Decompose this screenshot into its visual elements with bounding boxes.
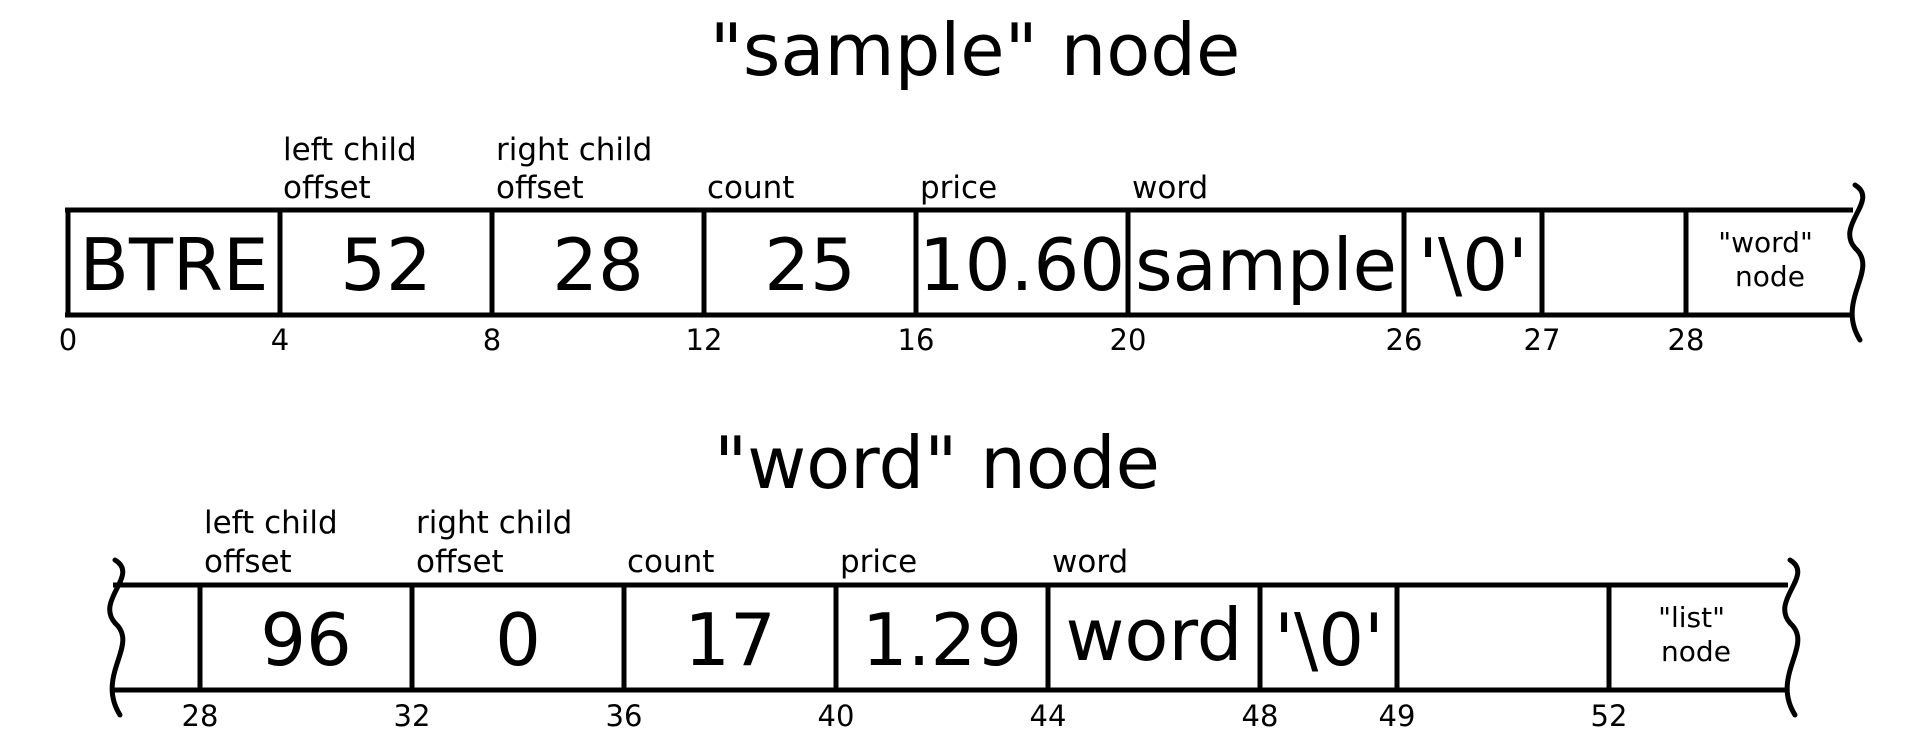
- sample-offset: 20: [1110, 323, 1147, 357]
- sample-cell-price: 10.60: [919, 223, 1125, 307]
- word-cell-next-node: "list" node: [1658, 601, 1734, 668]
- word-offset: 28: [182, 699, 219, 733]
- sample-node-diagram: "sample" node left child offset right ch…: [59, 8, 1866, 357]
- word-offset: 49: [1379, 699, 1416, 733]
- word-cell-null-terminator: '\0': [1274, 598, 1384, 682]
- word-label: word: [1132, 170, 1208, 206]
- sample-node-title: "sample" node: [710, 8, 1241, 92]
- word-label: word: [1052, 544, 1128, 580]
- sample-offset: 12: [686, 323, 723, 357]
- sample-offset: 26: [1386, 323, 1423, 357]
- word-offset: 32: [394, 699, 431, 733]
- right-child-offset-label: right child offset: [496, 132, 662, 206]
- sample-cell-left-child-offset: 52: [340, 223, 432, 307]
- word-node-title: "word" node: [714, 421, 1160, 505]
- word-cell-right-child-offset: 0: [495, 598, 541, 682]
- sample-cell-word: sample: [1135, 223, 1397, 307]
- sample-cell-right-child-offset: 28: [552, 223, 644, 307]
- sample-offset: 8: [483, 323, 501, 357]
- word-box-right-break-edge: [1782, 557, 1801, 718]
- sample-offset: 16: [898, 323, 935, 357]
- sample-cell-null-terminator: '\0': [1418, 223, 1528, 307]
- word-cell-price: 1.29: [862, 598, 1022, 682]
- sample-offset: 0: [59, 323, 77, 357]
- word-offset: 48: [1242, 699, 1279, 733]
- word-box-left-break-edge: [107, 557, 126, 718]
- word-node-diagram: "word" node left child offset right chil…: [107, 421, 1801, 733]
- sample-offset: 4: [271, 323, 289, 357]
- word-offset: 40: [818, 699, 855, 733]
- price-label: price: [840, 544, 917, 580]
- word-cell-left-child-offset: 96: [260, 598, 352, 682]
- count-label: count: [707, 170, 794, 206]
- sample-offset: 27: [1524, 323, 1561, 357]
- word-offset: 44: [1030, 699, 1067, 733]
- word-cell-word: word: [1066, 593, 1243, 677]
- count-label: count: [627, 544, 714, 580]
- price-label: price: [920, 170, 997, 206]
- word-offset: 36: [606, 699, 643, 733]
- left-child-offset-label: left child offset: [283, 132, 427, 206]
- word-offset: 52: [1591, 699, 1628, 733]
- sample-cell-next-node: "word" node: [1718, 226, 1822, 293]
- sample-offset: 28: [1668, 323, 1705, 357]
- right-child-offset-label: right child offset: [416, 505, 582, 580]
- sample-cell-count: 25: [764, 223, 856, 307]
- sample-cell-magic: BTRE: [80, 223, 269, 307]
- left-child-offset-label: left child offset: [204, 505, 348, 580]
- word-cell-count: 17: [684, 598, 776, 682]
- sample-box-break-edge: [1847, 182, 1866, 343]
